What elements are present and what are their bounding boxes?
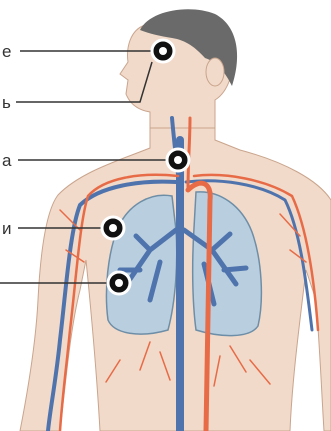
marker-throat[interactable]: [167, 149, 189, 171]
marker-head[interactable]: [152, 40, 174, 62]
label-throat: а: [2, 152, 11, 169]
label-neck: ь: [2, 94, 11, 111]
marker-upper-chest[interactable]: [102, 217, 124, 239]
label-head: е: [2, 43, 11, 60]
marker-lower-chest[interactable]: [108, 272, 130, 294]
label-upper-chest: и: [2, 220, 12, 237]
ear-shape: [206, 58, 224, 86]
